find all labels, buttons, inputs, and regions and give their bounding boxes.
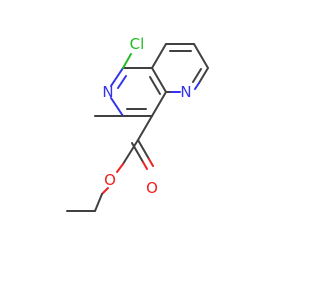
bond-c3-c2 — [193, 43, 209, 69]
atom-n6-label: N — [102, 83, 113, 101]
atom-n1-label: N — [180, 83, 191, 101]
bond-ester-o-ch2-o — [101, 187, 109, 195]
bond-c4a-c8a — [151, 67, 167, 93]
bond-n6-c5 — [110, 67, 124, 87]
bond-c8a-c8 — [151, 91, 167, 117]
bond-c8-carbonyl-c — [137, 115, 153, 141]
bond-c7-n6 — [110, 97, 124, 117]
bond-c2-n1 — [198, 67, 209, 84]
bond-c2-n1-n — [194, 82, 200, 90]
atom-cl-label: Cl — [130, 35, 145, 53]
bond-carbonyl-o-2-o — [142, 161, 148, 170]
bond-ester-o-ch2 — [94, 193, 103, 212]
bond-n6-c5-inner — [117, 75, 127, 89]
bond-c5-cl — [122, 53, 132, 69]
atom-o-ester-label: O — [104, 171, 116, 189]
bond-c2-n1-inner — [192, 68, 202, 83]
bond-carbonyl-ester-o-o — [116, 163, 124, 173]
atom-o-carbonyl-label: O — [146, 179, 158, 197]
bond-c4a-c4 — [151, 43, 167, 69]
bond-carbonyl-o-1-o — [148, 158, 154, 167]
molecule-structure: Cl N N O O — [66, 35, 209, 212]
bond-carbonyl-ester-o — [122, 139, 139, 165]
bond-carbonyl-o-1 — [137, 139, 150, 160]
bond-c4a-c8a-inner — [149, 76, 161, 95]
